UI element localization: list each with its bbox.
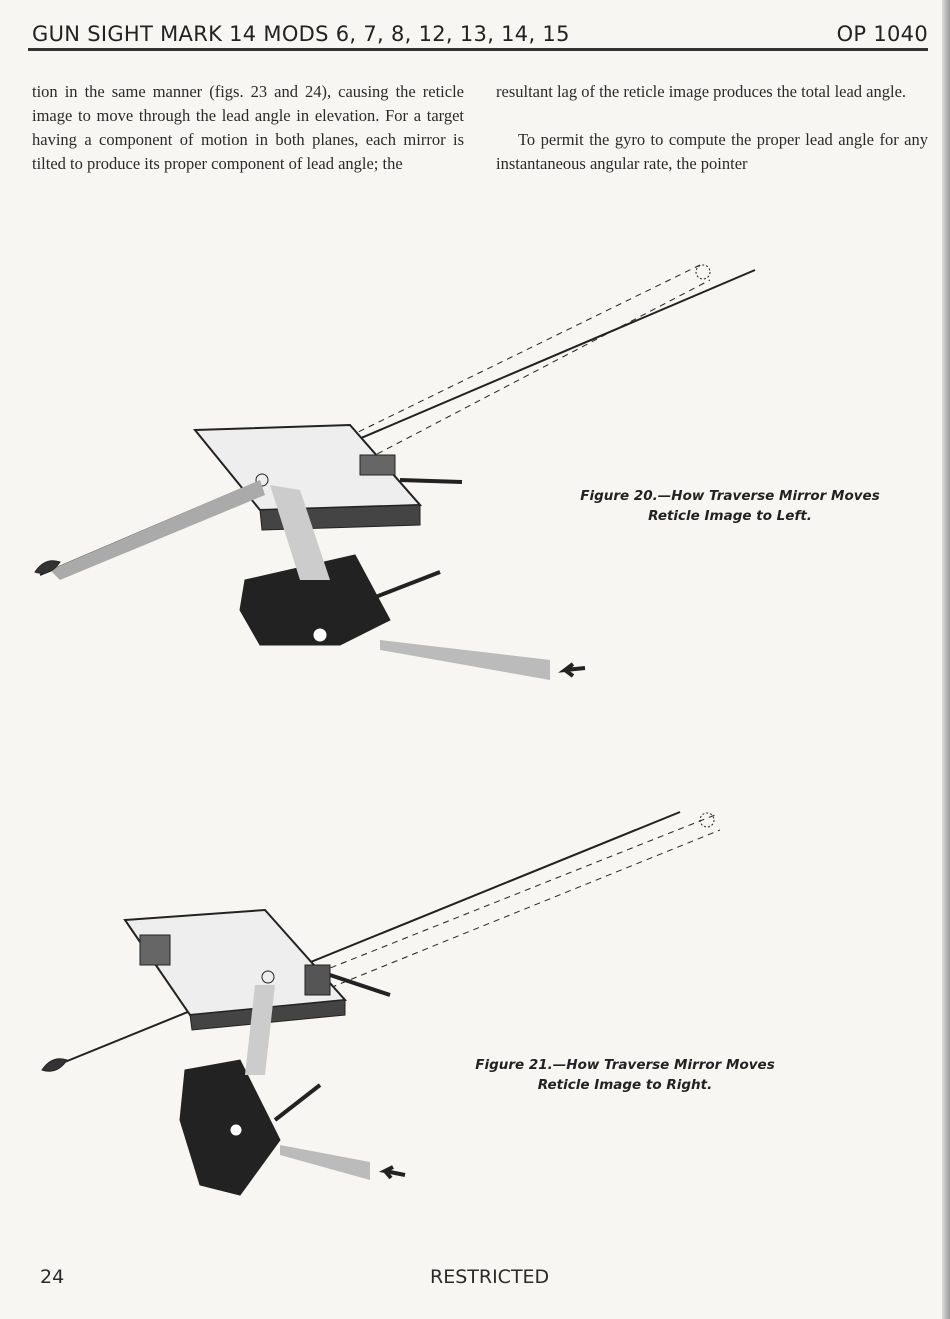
paragraph: tion in the same manner (figs. 23 and 24… <box>32 82 464 173</box>
page-number: 24 <box>40 1266 65 1288</box>
figure-20-caption: Figure 20.—How Traverse Mirror Moves Ret… <box>560 486 900 526</box>
classification-marking: RESTRICTED <box>430 1266 550 1288</box>
figure-21-caption: Figure 21.—How Traverse Mirror Moves Ret… <box>455 1055 795 1095</box>
caption-line: Reticle Image to Left. <box>648 508 812 524</box>
figure-21-illustration <box>41 811 721 1196</box>
header-rule <box>28 48 928 51</box>
running-header-code: OP 1040 <box>836 22 928 46</box>
figure-20-illustration <box>34 264 756 680</box>
text-column-right: resultant lag of the reticle image produ… <box>496 80 928 176</box>
caption-line: Figure 20.—How Traverse Mirror Moves <box>580 488 880 504</box>
text-column-left: tion in the same manner (figs. 23 and 24… <box>32 80 464 176</box>
paragraph: To permit the gyro to compute the proper… <box>496 130 928 173</box>
caption-line: Reticle Image to Right. <box>537 1077 713 1093</box>
caption-line: Figure 21.—How Traverse Mirror Moves <box>475 1057 775 1073</box>
running-header-title: GUN SIGHT MARK 14 MODS 6, 7, 8, 12, 13, … <box>32 22 570 46</box>
paragraph: resultant lag of the reticle image produ… <box>496 82 907 101</box>
page-edge <box>942 0 950 1319</box>
